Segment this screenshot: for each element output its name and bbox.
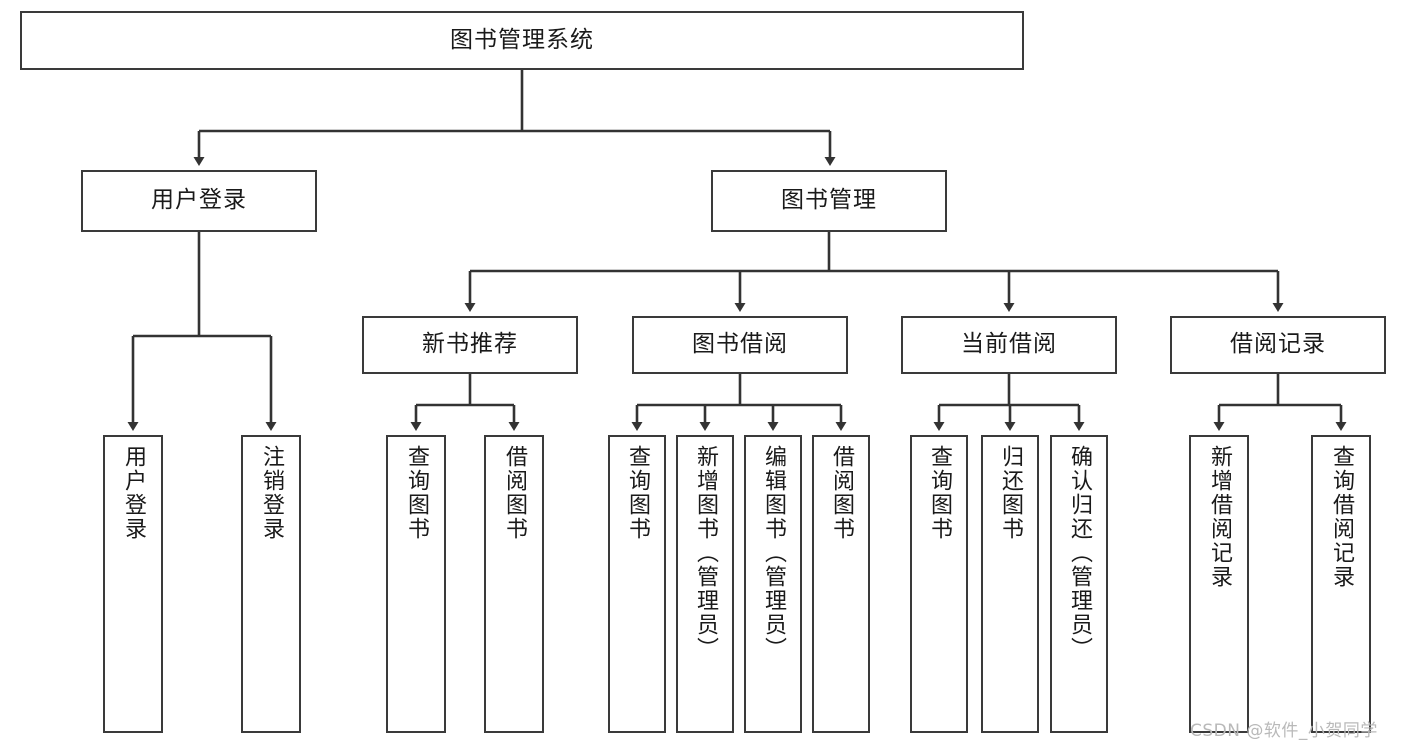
node-book-management-label: 图书管理 [781,187,877,214]
node-book-borrow-label: 图书借阅 [692,331,788,358]
leaf-query-book-current[interactable]: 查询图书 [910,435,968,733]
node-user-login[interactable]: 用户登录 [81,170,317,232]
leaf-logout-label: 注销登录 [258,445,284,541]
leaf-borrow-book-recommend[interactable]: 借阅图书 [484,435,544,733]
node-new-book-recommend[interactable]: 新书推荐 [362,316,578,374]
leaf-user-login-label: 用户登录 [120,445,146,541]
node-current-borrow[interactable]: 当前借阅 [901,316,1117,374]
node-book-management[interactable]: 图书管理 [711,170,947,232]
leaf-borrow-book-recommend-label: 借阅图书 [501,445,527,541]
leaf-query-borrow-record-label: 查询借阅记录 [1328,445,1354,589]
node-root[interactable]: 图书管理系统 [20,11,1024,70]
leaf-confirm-return-admin[interactable]: 确认归还（管理员） [1050,435,1108,733]
csdn-watermark: CSDN @软件_小贺同学 [1190,721,1378,741]
leaf-query-book-current-label: 查询图书 [926,445,952,541]
node-borrow-record-label: 借阅记录 [1230,331,1326,358]
leaf-edit-book-admin[interactable]: 编辑图书（管理员） [744,435,802,733]
leaf-return-book[interactable]: 归还图书 [981,435,1039,733]
leaf-add-borrow-record[interactable]: 新增借阅记录 [1189,435,1249,733]
leaf-user-login[interactable]: 用户登录 [103,435,163,733]
node-new-book-recommend-label: 新书推荐 [422,331,518,358]
leaf-query-book-recommend-label: 查询图书 [403,445,429,541]
leaf-query-book-borrow[interactable]: 查询图书 [608,435,666,733]
node-book-borrow[interactable]: 图书借阅 [632,316,848,374]
leaf-borrow-book[interactable]: 借阅图书 [812,435,870,733]
leaf-confirm-return-admin-label: 确认归还（管理员） [1066,445,1092,661]
leaf-add-book-admin[interactable]: 新增图书（管理员） [676,435,734,733]
node-current-borrow-label: 当前借阅 [961,331,1057,358]
leaf-return-book-label: 归还图书 [997,445,1023,541]
node-borrow-record[interactable]: 借阅记录 [1170,316,1386,374]
leaf-add-book-admin-label: 新增图书（管理员） [692,445,718,661]
leaf-add-borrow-record-label: 新增借阅记录 [1206,445,1232,589]
node-user-login-label: 用户登录 [151,187,247,214]
leaf-query-borrow-record[interactable]: 查询借阅记录 [1311,435,1371,733]
leaf-edit-book-admin-label: 编辑图书（管理员） [760,445,786,661]
leaf-query-book-borrow-label: 查询图书 [624,445,650,541]
leaf-logout[interactable]: 注销登录 [241,435,301,733]
leaf-borrow-book-label: 借阅图书 [828,445,854,541]
node-root-label: 图书管理系统 [450,26,594,53]
leaf-query-book-recommend[interactable]: 查询图书 [386,435,446,733]
